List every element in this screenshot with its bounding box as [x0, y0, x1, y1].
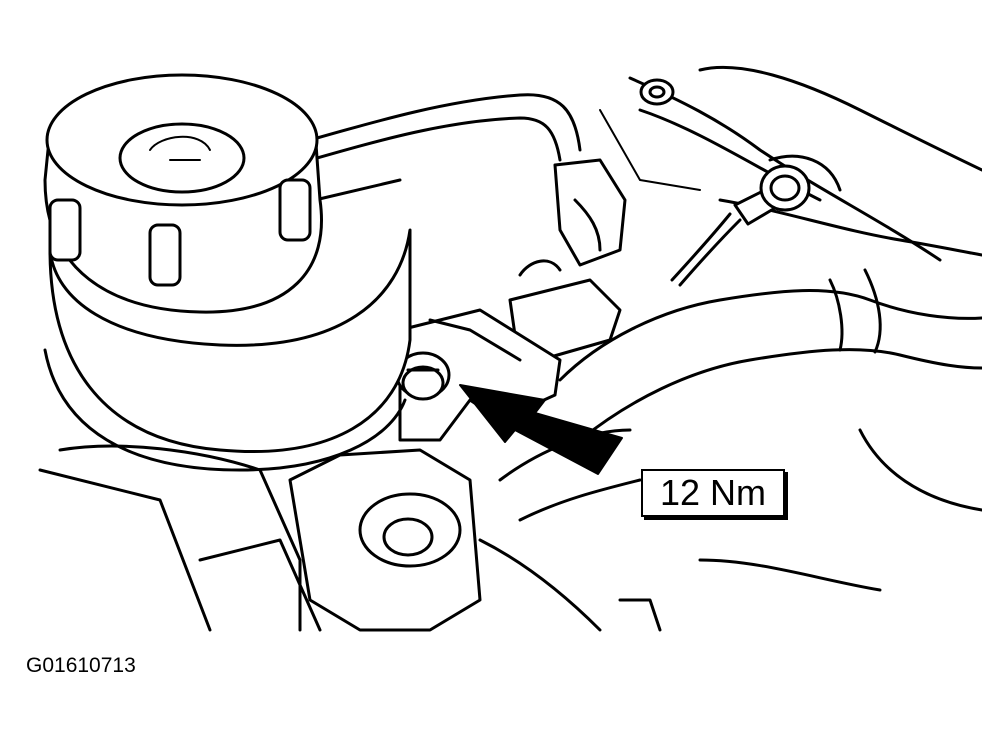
torque-spec-label: 12 Nm — [641, 469, 785, 517]
figure-id: G01610713 — [26, 654, 136, 677]
pointer-arrow — [459, 384, 623, 475]
top-bolt — [639, 78, 675, 106]
sensor-connector — [508, 158, 627, 362]
coolant-hose — [498, 268, 982, 522]
target-bolt — [395, 351, 451, 401]
fluid-reservoir — [43, 73, 412, 472]
lower-housing — [38, 428, 982, 632]
sensor-cable — [670, 154, 842, 287]
